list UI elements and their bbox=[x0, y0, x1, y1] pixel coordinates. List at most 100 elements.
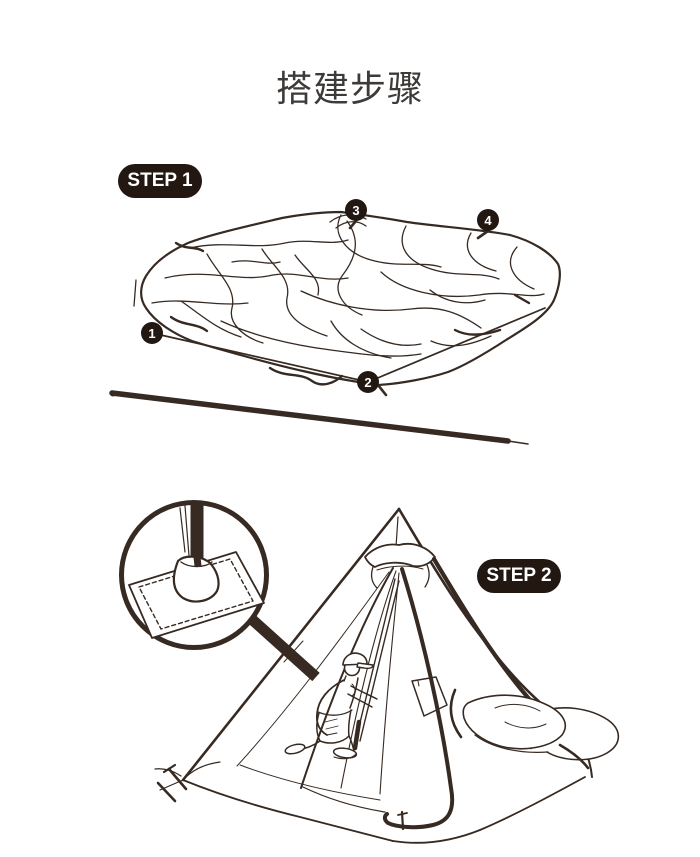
apex-seam bbox=[395, 516, 399, 548]
wrinkle-line bbox=[337, 214, 442, 268]
wrinkle-line bbox=[180, 300, 242, 338]
stake bbox=[156, 781, 177, 803]
center-pole bbox=[355, 578, 400, 742]
stake-head bbox=[162, 763, 177, 774]
page-title: 搭建步骤 bbox=[275, 69, 424, 109]
corner-pegs bbox=[348, 219, 490, 397]
wrinkle-line bbox=[360, 328, 422, 346]
back bbox=[315, 679, 345, 736]
folded-fabric-pile bbox=[449, 688, 620, 770]
shirt-hem bbox=[317, 709, 353, 716]
person-figure bbox=[284, 652, 378, 760]
wrinkle-line bbox=[337, 220, 363, 316]
fabric-wrinkles bbox=[151, 214, 545, 359]
step1-badge: STEP 1 bbox=[118, 164, 202, 198]
pocket-opening bbox=[180, 561, 213, 568]
tent-window bbox=[411, 676, 448, 717]
wrinkle-line bbox=[330, 320, 392, 359]
door-right-trim bbox=[382, 567, 455, 830]
pole-shaft bbox=[109, 390, 511, 444]
stake bbox=[167, 767, 188, 791]
tent-pole-illustration bbox=[109, 390, 529, 445]
wrinkle-line bbox=[151, 300, 249, 305]
corner-marker-3: 3 bbox=[345, 199, 367, 221]
base-edge bbox=[479, 776, 586, 831]
stake-head bbox=[397, 812, 408, 816]
corner-marker-4: 4 bbox=[477, 209, 499, 231]
fold-line bbox=[174, 241, 205, 253]
wrinkle-line bbox=[164, 273, 349, 280]
shorts-hatch bbox=[324, 718, 339, 736]
cap-brim bbox=[356, 662, 374, 670]
cap-underline bbox=[376, 565, 424, 571]
wrinkle-line bbox=[335, 221, 367, 229]
wrinkle-line bbox=[206, 253, 264, 344]
shorts bbox=[347, 709, 352, 737]
fold-line bbox=[169, 315, 209, 333]
left-corner-fold bbox=[182, 761, 221, 781]
wrinkle-line bbox=[380, 271, 545, 298]
wrinkle-line bbox=[300, 290, 482, 329]
wrinkle-line bbox=[294, 254, 320, 296]
wrinkle-line bbox=[261, 248, 328, 337]
wrinkle-line bbox=[466, 232, 497, 272]
leg bbox=[348, 735, 355, 752]
wrinkle-line bbox=[231, 260, 281, 264]
peg bbox=[476, 229, 490, 240]
corner-marker-2: 2 bbox=[357, 371, 379, 393]
pile-dark-edge bbox=[449, 688, 463, 739]
wrinkle-line bbox=[429, 289, 486, 304]
shorts bbox=[316, 712, 321, 742]
magnifier-handle bbox=[242, 609, 320, 682]
hem-line bbox=[367, 307, 546, 383]
peg bbox=[348, 219, 358, 230]
door-floor-line bbox=[302, 786, 386, 813]
center-pole-joint bbox=[352, 719, 362, 751]
rain-cap bbox=[364, 543, 436, 568]
tent-left-slope bbox=[181, 507, 401, 782]
step2-badge: STEP 2 bbox=[477, 559, 561, 593]
pile-wrinkle bbox=[504, 721, 547, 729]
corner-marker-1: 1 bbox=[141, 322, 163, 344]
wrinkle-line bbox=[430, 335, 492, 347]
inner-floor-line bbox=[239, 764, 381, 801]
step2-tent-illustration bbox=[154, 507, 620, 844]
pole-line bbox=[355, 578, 396, 740]
wrinkle-line bbox=[220, 320, 422, 357]
pole-cord bbox=[179, 507, 186, 553]
shorts-hem bbox=[319, 735, 350, 744]
wrinkle-line bbox=[510, 246, 535, 290]
pole-line bbox=[359, 580, 400, 742]
shoe bbox=[332, 747, 358, 759]
fold-line bbox=[513, 293, 531, 305]
cap-drape bbox=[424, 564, 430, 588]
window-tie bbox=[417, 680, 420, 687]
chest bbox=[349, 677, 359, 709]
fabric-dark-folds bbox=[169, 241, 531, 386]
guy-line bbox=[159, 779, 184, 791]
base-edge bbox=[392, 829, 481, 844]
pile-dark-edge bbox=[558, 743, 590, 770]
wrinkle-line bbox=[189, 239, 349, 249]
fold-line bbox=[453, 328, 502, 336]
step1-fabric-illustration bbox=[133, 210, 561, 397]
pile-wrinkle bbox=[474, 734, 549, 754]
peg bbox=[376, 383, 388, 397]
sleeve bbox=[351, 683, 356, 697]
fabric-hem-lines bbox=[133, 279, 546, 383]
arm bbox=[350, 685, 378, 700]
pole-tip-in-pocket bbox=[193, 556, 202, 567]
pile-blob bbox=[462, 694, 567, 750]
arm bbox=[347, 693, 373, 708]
hem-line bbox=[151, 332, 369, 383]
fabric-outline bbox=[140, 210, 561, 387]
base-edge bbox=[182, 779, 394, 842]
cap bbox=[342, 652, 368, 666]
shoe-sole bbox=[333, 753, 357, 760]
door-inner-line bbox=[379, 572, 400, 795]
guy-line bbox=[133, 279, 137, 307]
fold-line bbox=[268, 366, 344, 386]
shoe bbox=[284, 743, 306, 755]
